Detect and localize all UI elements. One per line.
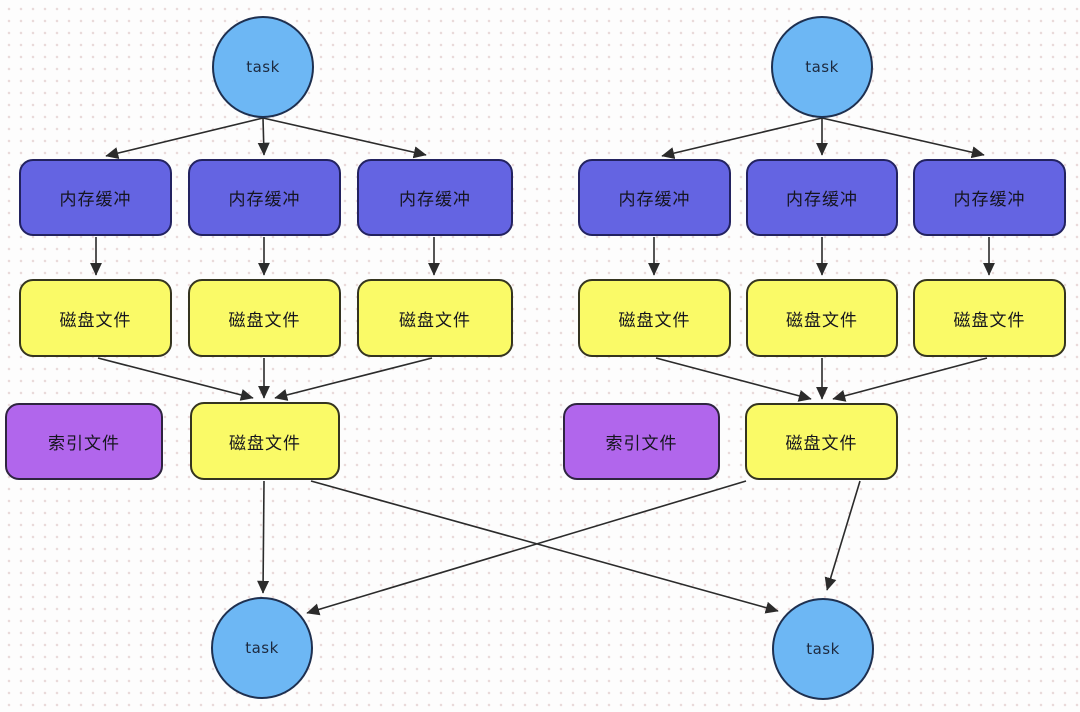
arrow-left-task-to-buffer-1 xyxy=(105,117,264,159)
right-memory-buffer-2-label: 内存缓冲 xyxy=(786,190,858,210)
arrow-right-disk-1-to-merged xyxy=(655,357,812,402)
right-merged-disk-file-node: 磁盘文件 xyxy=(745,403,898,480)
arrow-left-task-to-buffer-2 xyxy=(257,117,270,156)
left-memory-buffer-3-label: 内存缓冲 xyxy=(399,190,471,210)
right-task-sink-node: task xyxy=(772,598,874,700)
left-memory-buffer-1-node: 内存缓冲 xyxy=(19,159,172,236)
left-disk-file-1-label: 磁盘文件 xyxy=(59,310,132,331)
arrow-left-merged-to-left-task-out xyxy=(257,480,270,594)
arrow-left-disk-1-to-merged xyxy=(97,357,254,401)
left-memory-buffer-2-label: 内存缓冲 xyxy=(228,190,301,210)
right-memory-buffer-3-node: 内存缓冲 xyxy=(913,159,1066,236)
arrow-left-disk-3-to-merged xyxy=(274,357,433,401)
left-merged-disk-file-node: 磁盘文件 xyxy=(190,402,340,480)
left-task-sink-node: task xyxy=(211,597,313,699)
right-disk-file-3-label: 磁盘文件 xyxy=(953,310,1026,331)
right-task-sink-label: task xyxy=(806,640,840,658)
right-disk-file-2-label: 磁盘文件 xyxy=(786,310,858,331)
left-task-source-node: task xyxy=(212,16,314,118)
left-memory-buffer-3-node: 内存缓冲 xyxy=(357,159,513,236)
arrow-right-task-to-buffer-1 xyxy=(661,117,823,160)
right-index-file-label: 索引文件 xyxy=(605,434,678,454)
arrow-left-task-to-buffer-3 xyxy=(262,117,427,159)
left-memory-buffer-2-node: 内存缓冲 xyxy=(188,159,341,236)
arrow-right-merged-to-left-task-out xyxy=(306,480,747,616)
left-task-source-label: task xyxy=(246,58,280,76)
left-memory-buffer-1-label: 内存缓冲 xyxy=(59,190,132,210)
left-task-sink-label: task xyxy=(245,639,279,657)
right-disk-file-2-node: 磁盘文件 xyxy=(746,279,898,357)
left-index-file-label: 索引文件 xyxy=(48,434,120,454)
left-disk-file-3-label: 磁盘文件 xyxy=(399,310,471,331)
right-merged-disk-file-label: 磁盘文件 xyxy=(785,434,858,454)
right-index-file-node: 索引文件 xyxy=(563,403,720,480)
right-disk-file-1-label: 磁盘文件 xyxy=(618,310,691,331)
left-disk-file-2-label: 磁盘文件 xyxy=(228,310,301,331)
left-index-file-node: 索引文件 xyxy=(5,403,163,480)
right-memory-buffer-1-label: 内存缓冲 xyxy=(618,190,691,210)
right-disk-file-3-node: 磁盘文件 xyxy=(913,279,1066,357)
right-task-source-label: task xyxy=(805,58,839,76)
right-task-source-node: task xyxy=(771,16,873,118)
left-disk-file-1-node: 磁盘文件 xyxy=(19,279,172,357)
right-memory-buffer-1-node: 内存缓冲 xyxy=(578,159,731,236)
arrow-left-merged-to-right-task-out xyxy=(310,480,779,614)
arrow-right-disk-3-to-merged xyxy=(832,357,988,402)
left-disk-file-3-node: 磁盘文件 xyxy=(357,279,513,357)
left-disk-file-2-node: 磁盘文件 xyxy=(188,279,341,357)
right-memory-buffer-3-label: 内存缓冲 xyxy=(953,190,1026,210)
arrow-right-task-to-buffer-3 xyxy=(821,117,985,159)
right-memory-buffer-2-node: 内存缓冲 xyxy=(746,159,898,236)
left-merged-disk-file-label: 磁盘文件 xyxy=(229,433,301,454)
right-disk-file-1-node: 磁盘文件 xyxy=(578,279,731,357)
arrow-right-merged-to-right-task-out xyxy=(824,480,861,591)
